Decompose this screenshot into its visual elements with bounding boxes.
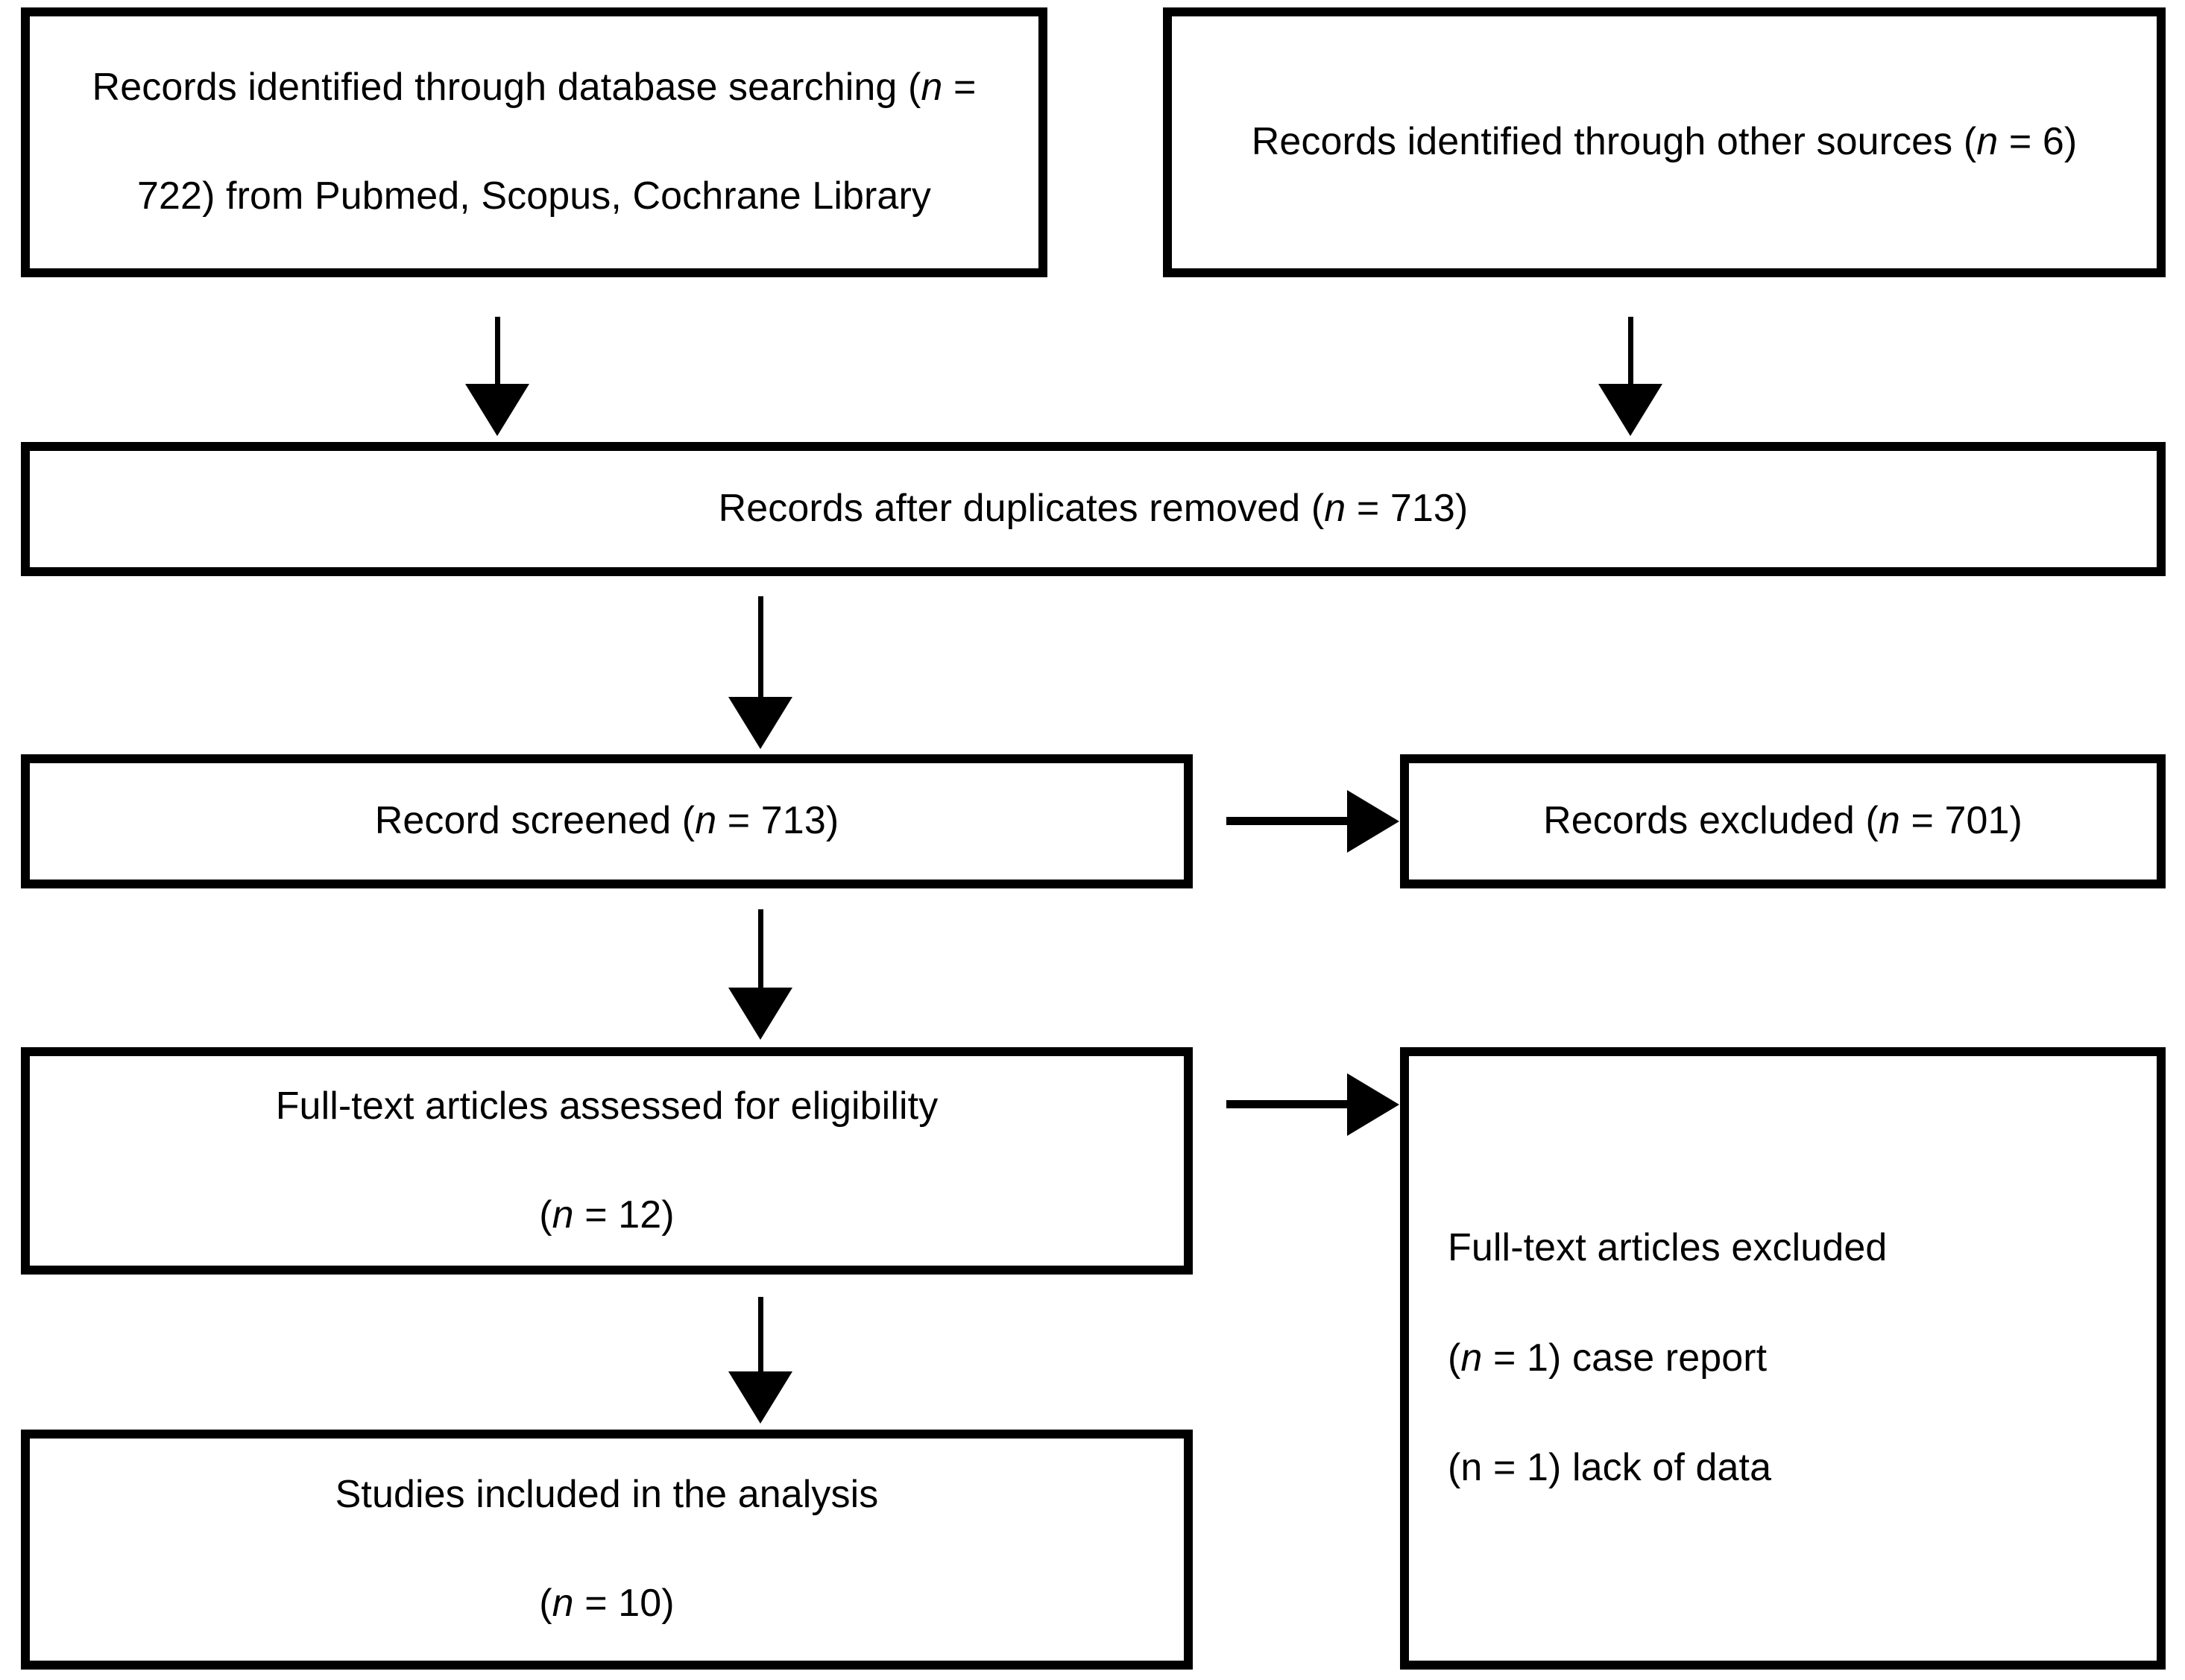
box-text: Records after duplicates removed ( bbox=[718, 487, 1325, 531]
box-line: Records identified through other sources… bbox=[1252, 120, 2078, 165]
box-text: Records identified through other sources… bbox=[1251, 120, 1977, 164]
arrow-head bbox=[1347, 1073, 1399, 1136]
box-line: Full-text articles excluded bbox=[1448, 1225, 1888, 1269]
box-studies-included-analysis: Studies included in the analysis (n = 10… bbox=[21, 1430, 1193, 1670]
box-text: = 6) bbox=[1998, 120, 2078, 164]
arrow-shaft bbox=[495, 317, 500, 388]
box-text: ( bbox=[539, 1193, 552, 1237]
box-line: Record screened (n = 713) bbox=[375, 799, 839, 844]
arrow-database-to-duplicates bbox=[465, 317, 529, 436]
arrow-eligibility-to-studies-included bbox=[728, 1297, 792, 1424]
arrow-screened-to-eligibility bbox=[728, 909, 792, 1040]
arrow-head bbox=[465, 384, 529, 436]
arrow-shaft bbox=[758, 596, 763, 701]
arrow-head bbox=[728, 697, 792, 749]
box-records-excluded: Records excluded (n = 701) bbox=[1400, 754, 2166, 888]
arrow-head bbox=[1347, 790, 1399, 853]
box-text: ( bbox=[1448, 1336, 1461, 1380]
box-text: Record screened ( bbox=[374, 799, 696, 843]
box-text: = 10) bbox=[573, 1582, 675, 1625]
arrow-eligibility-to-fulltext-excluded bbox=[1226, 1073, 1399, 1136]
box-text: = 713) bbox=[716, 799, 839, 843]
arrow-head bbox=[728, 1371, 792, 1424]
box-line: (n = 10) bbox=[539, 1582, 674, 1626]
arrow-shaft bbox=[758, 909, 763, 991]
box-text: = 1) case report bbox=[1482, 1336, 1768, 1380]
n-symbol: n bbox=[552, 1582, 574, 1625]
box-text: ( bbox=[539, 1582, 552, 1625]
arrow-shaft bbox=[758, 1297, 763, 1375]
box-line: Full-text articles assessed for eligibil… bbox=[275, 1084, 939, 1128]
box-text: Records excluded ( bbox=[1543, 799, 1879, 843]
box-records-after-duplicates-removed: Records after duplicates removed (n = 71… bbox=[21, 442, 2166, 576]
box-fulltext-assessed-eligibility: Full-text articles assessed for eligibil… bbox=[21, 1047, 1193, 1275]
box-text: = bbox=[942, 66, 977, 110]
box-line: (n = 12) bbox=[539, 1193, 674, 1238]
n-symbol: n bbox=[1878, 799, 1900, 843]
box-text: = 713) bbox=[1346, 487, 1469, 531]
arrow-shaft bbox=[1226, 817, 1349, 825]
box-records-identified-other-sources: Records identified through other sources… bbox=[1163, 7, 2166, 277]
box-text: = 701) bbox=[1899, 799, 2022, 843]
arrow-duplicates-to-screened bbox=[728, 596, 792, 749]
box-line: 722) from Pubmed, Scopus, Cochrane Libra… bbox=[137, 174, 931, 218]
box-record-screened: Record screened (n = 713) bbox=[21, 754, 1193, 888]
arrow-head bbox=[1598, 384, 1662, 436]
box-line: Records identified through database sear… bbox=[92, 66, 977, 110]
arrow-shaft bbox=[1628, 317, 1633, 388]
n-symbol: n bbox=[1324, 487, 1346, 531]
n-symbol: n bbox=[552, 1193, 574, 1237]
arrow-head bbox=[728, 988, 792, 1040]
box-records-identified-database-searching: Records identified through database sear… bbox=[21, 7, 1047, 277]
box-text: = 12) bbox=[573, 1193, 675, 1237]
box-line: Records excluded (n = 701) bbox=[1543, 799, 2022, 844]
arrow-shaft bbox=[1226, 1100, 1349, 1108]
box-fulltext-articles-excluded: Full-text articles excluded (n = 1) case… bbox=[1400, 1047, 2166, 1670]
box-line: Studies included in the analysis bbox=[335, 1473, 879, 1517]
n-symbol: n bbox=[695, 799, 717, 843]
arrow-screened-to-excluded bbox=[1226, 790, 1399, 853]
n-symbol: n bbox=[921, 66, 943, 110]
box-line: (n = 1) lack of data bbox=[1448, 1446, 1772, 1490]
arrow-other-sources-to-duplicates bbox=[1598, 317, 1662, 436]
box-text: Records identified through database sear… bbox=[92, 66, 921, 110]
box-line: (n = 1) case report bbox=[1409, 1336, 1767, 1381]
box-line: Records after duplicates removed (n = 71… bbox=[719, 487, 1469, 531]
n-symbol: n bbox=[1460, 1336, 1483, 1380]
n-symbol: n bbox=[1976, 120, 1999, 164]
